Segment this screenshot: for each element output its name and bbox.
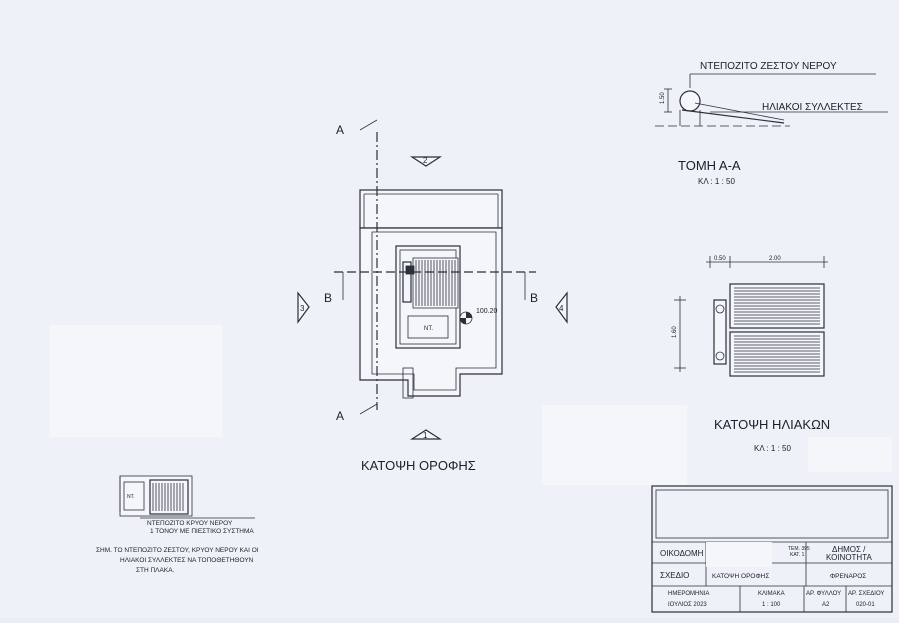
sheet-label: ΑΡ. ΦΥΛΛΟΥ — [806, 591, 841, 597]
collector-plan: 0.50 2.00 1.60 ΚΑΤΟΨΗ ΗΛΙΑΚΩΝ ΚΛ : 1 : 5… — [672, 256, 830, 453]
legend: ΝΤ. ΝΤΕΠΟΖΙΤΟ ΚΡΥΟΥ ΝΕΡΟΥ 1 ΤΟΝΟΥ ΜΕ ΠΙΕ… — [96, 475, 259, 574]
drawing-value: 020-01 — [856, 602, 875, 608]
schedio-label: ΣΧΕΔΙΟ — [660, 571, 689, 580]
drawing-label: ΑΡ. ΣΧΕΔΙΟΥ — [848, 591, 884, 597]
dim-top-left: 0.50 — [714, 256, 726, 262]
parapet-top — [359, 189, 503, 229]
section-b-right: B — [530, 291, 538, 305]
cold-tank-label: ΝΤ. — [424, 326, 433, 332]
heater-cylinder — [679, 90, 701, 112]
oikodomi-label: ΟΙΚΟΔΟΜΗ — [660, 549, 704, 558]
roof-inner — [371, 231, 497, 391]
svg-text:4: 4 — [559, 304, 564, 313]
redacted-area — [706, 542, 772, 567]
section-scale: ΚΛ : 1 : 50 — [698, 177, 735, 186]
elevation-value: 100.20 — [476, 308, 498, 315]
section-aa: ΝΤΕΠΟΖΙΤΟ ΖΕΣΤΟΥ ΝΕΡΟΥ ΗΛΙΑΚΟΙ ΣΥΛΛΕΚΤΕΣ… — [655, 61, 888, 186]
legend-line2: 1 ΤΟΝΟΥ ΜΕ ΠΙΕΣΤΙΚΟ ΣΥΣΤΗΜΑ — [150, 528, 254, 535]
dim-top-right: 2.00 — [769, 256, 781, 262]
dimos-line1: ΔΗΜΟΣ / — [832, 545, 866, 554]
collector-fins — [415, 260, 456, 306]
collector-panel-inner — [694, 102, 785, 121]
date-label: ΗΜΕΡΟΜΗΝΙΑ — [668, 591, 709, 597]
hot-tank — [402, 261, 412, 303]
note-line3: ΣΤΗ ΠΛΑΚΑ. — [136, 567, 175, 574]
dim-side: 1.60 — [672, 326, 678, 338]
cold-tank — [407, 315, 449, 339]
collector-tank — [713, 299, 727, 365]
section-a-bottom: A — [336, 409, 344, 423]
schedio-value: ΚΑΤΟΨΗ ΟΡΟΦΗΣ — [712, 573, 769, 580]
section-b-left: B — [324, 291, 332, 305]
redacted-area — [808, 437, 892, 472]
collector-plan-title: ΚΑΤΟΨΗ ΗΛΙΑΚΩΝ — [714, 417, 830, 432]
section-title: ΤΟΜΗ Α-Α — [678, 158, 741, 173]
heater-label: ΝΤΕΠΟΖΙΤΟ ΖΕΣΤΟΥ ΝΕΡΟΥ — [700, 61, 837, 72]
collector-panel — [681, 109, 785, 124]
scale-value: 1 : 100 — [762, 602, 781, 608]
view-arrow-3: 3 — [297, 291, 310, 324]
view-arrow-2: 2 — [409, 156, 443, 167]
view-arrow-1: 1 — [409, 429, 443, 440]
title-block: ΟΙΚΟΔΟΜΗ ΤΕΜ. 395 ΚΑΤ. 1 ΔΗΜΟΣ / ΚΟΙΝΟΤΗ… — [651, 485, 893, 613]
tem-line1: ΤΕΜ. 395 — [788, 546, 810, 552]
date-value: ΙΟΥΛΙΟΣ 2023 — [668, 602, 707, 608]
note-line1: ΣΗΜ. ΤΟ ΝΤΕΠΟΖΙΤΟ ΖΕΣΤΟΥ, ΚΡΥΟΥ ΝΕΡΟΥ ΚΑ… — [96, 547, 259, 554]
section-a-top: A — [336, 123, 344, 137]
height-dim: 1.50 — [660, 92, 666, 104]
collector-plan-fins — [734, 287, 820, 373]
collector-label: ΗΛΙΑΚΟΙ ΣΥΛΛΕΚΤΕΣ — [762, 102, 863, 113]
equipment-pad — [395, 245, 461, 349]
collector-plan-scale: ΚΛ : 1 : 50 — [754, 444, 791, 453]
note-line2: ΗΛΙΑΚΟΙ ΣΥΛΛΕΚΤΕΣ ΝΑ ΤΟΠΟΘΕΤΗΘΟΥΝ — [120, 557, 254, 564]
tem-line2: ΚΑΤ. 1 — [790, 552, 805, 558]
solar-collectors — [412, 257, 459, 309]
redacted-area — [50, 325, 222, 437]
dimos-value: ΦΡΕΝΑΡΟΣ — [830, 573, 866, 580]
legend-tank-label: ΝΤ. — [127, 494, 135, 500]
legend-line1: ΝΤΕΠΟΖΙΤΟ ΚΡΥΟΥ ΝΕΡΟΥ — [147, 520, 233, 527]
redacted-area — [542, 405, 687, 485]
roof-plan: ΝΤ. 100.20 A A B B 2 1 3 4 — [297, 119, 568, 473]
scale-label: ΚΛΙΜΑΚΑ — [758, 591, 785, 597]
sheet-value: Α2 — [822, 602, 830, 608]
svg-text:1: 1 — [423, 431, 428, 440]
svg-text:2: 2 — [423, 156, 428, 165]
view-arrow-4: 4 — [555, 291, 568, 324]
dimos-line2: ΚΟΙΝΟΤΗΤΑ — [826, 553, 872, 562]
roof-plan-title: ΚΑΤΟΨΗ ΟΡΟΦΗΣ — [361, 458, 476, 473]
svg-text:3: 3 — [300, 304, 305, 313]
